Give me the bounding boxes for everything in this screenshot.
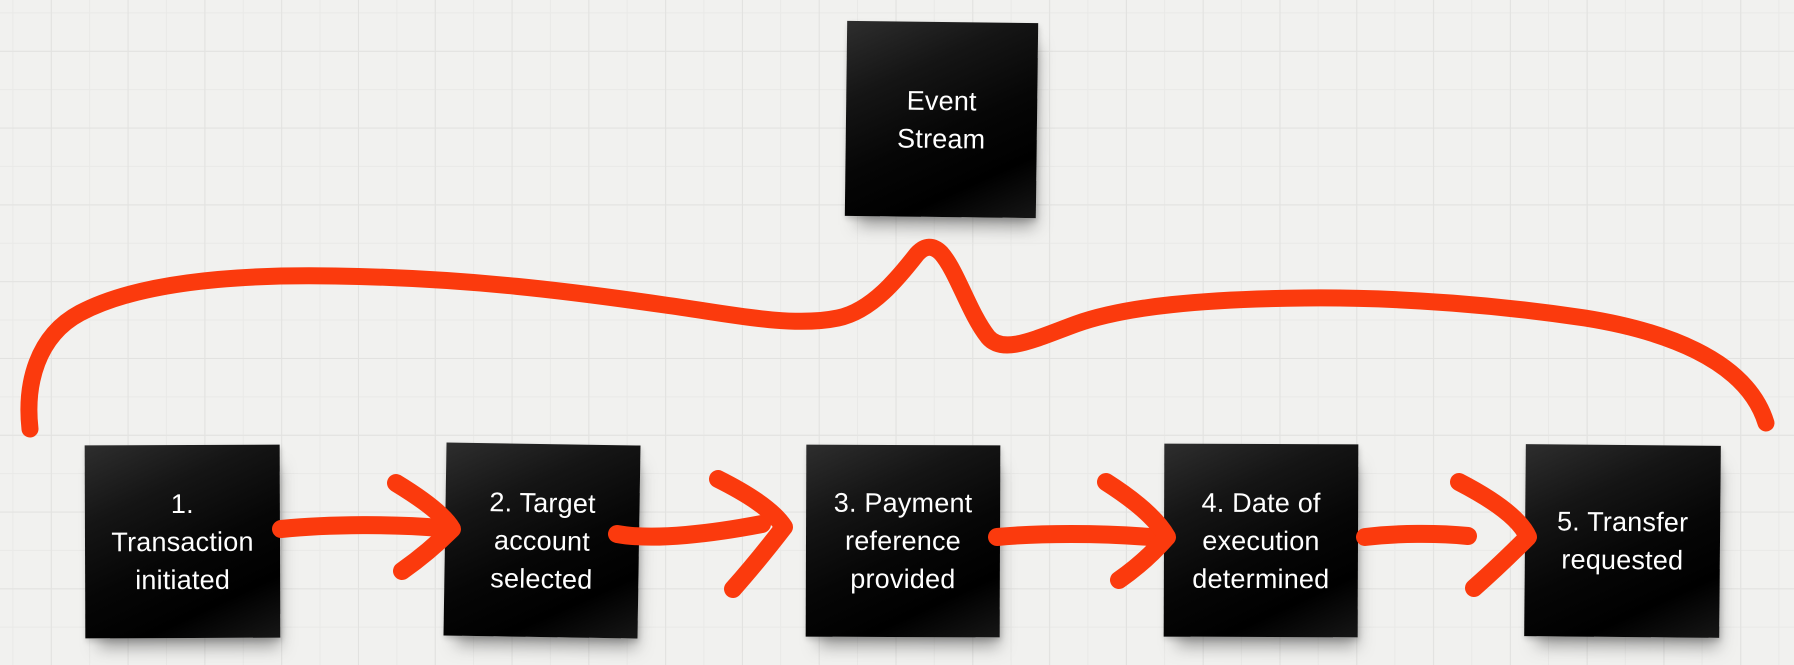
- flow-arrow-3-icon[interactable]: [988, 473, 1176, 589]
- sticky-note-label: 1. Transaction initiated: [111, 488, 254, 595]
- sticky-note-step-3[interactable]: 3. Payment reference provided: [805, 444, 1001, 638]
- flow-arrow-4-icon[interactable]: [1356, 473, 1537, 597]
- event-stream-brace[interactable]: [20, 238, 1775, 438]
- sticky-note-step-4[interactable]: 4. Date of execution determined: [1163, 443, 1359, 638]
- flow-arrow-2-icon[interactable]: [608, 470, 793, 598]
- sticky-note-label: 3. Payment reference provided: [833, 487, 973, 595]
- sticky-note-label: Event Stream: [896, 85, 986, 155]
- sticky-note-event-stream[interactable]: Event Stream: [844, 20, 1039, 219]
- sticky-note-label: 5. Transfer requested: [1556, 506, 1689, 576]
- sticky-note-step-1[interactable]: 1. Transaction initiated: [84, 444, 281, 639]
- sticky-note-label: 4. Date of execution determined: [1192, 487, 1330, 594]
- flow-arrow-1-icon[interactable]: [272, 474, 461, 580]
- sticky-note-step-5[interactable]: 5. Transfer requested: [1524, 444, 1721, 638]
- sticky-note-label: 2. Target account selected: [489, 486, 597, 595]
